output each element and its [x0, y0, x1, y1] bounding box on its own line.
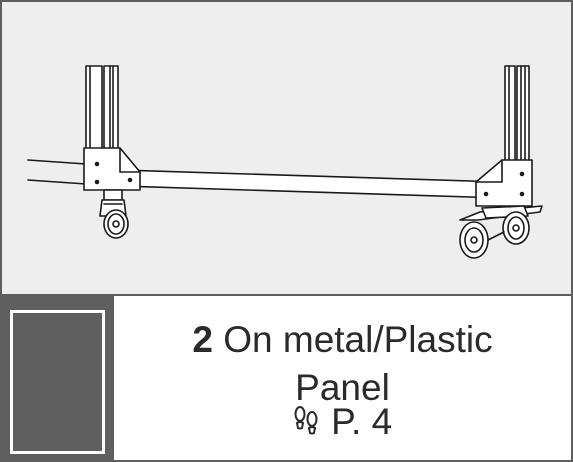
color-swatch	[2, 296, 114, 460]
frame-casters-illustration	[2, 2, 571, 296]
step-title-line-1: On metal/Plastic	[223, 319, 493, 360]
footprints-icon	[293, 406, 319, 448]
step-title-line-2: Panel	[295, 367, 390, 408]
step-number: 2	[192, 319, 213, 360]
caption-line-1: 2 On metal/Plastic	[114, 320, 571, 360]
page-reference: P. 4	[114, 402, 571, 448]
frame-drawing	[27, 65, 543, 259]
page-ref-text: P. 4	[331, 401, 393, 442]
step-caption: 2 On metal/Plastic Panel P. 4	[114, 296, 571, 460]
swatch-frame	[10, 310, 105, 454]
